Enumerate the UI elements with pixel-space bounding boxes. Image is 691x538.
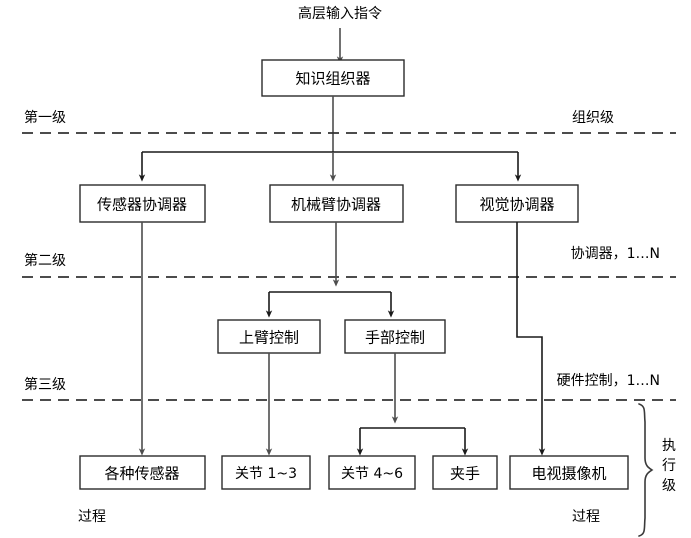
node-joints-1-3[interactable] [221,455,311,490]
edge-vision-coordinator-to-camera [516,222,546,456]
execution-level-char-1: 执 [662,438,676,454]
node-joints-4-6-label: 关节 4~6 [341,466,403,482]
node-gripper[interactable] [432,455,498,490]
node-upper-arm-control[interactable] [217,319,321,354]
node-gripper-label: 夹手 [450,465,480,483]
node-knowledge-organizer-label: 知识组织器 [295,70,370,88]
level-3-name: 第三级 [24,376,66,393]
node-joints-1-3-label: 关节 1~3 [235,466,297,482]
node-upper-arm-control-label: 上臂控制 [239,329,299,347]
execution-level-char-3: 级 [662,478,676,494]
node-arm-coordinator[interactable] [269,184,404,223]
process-label-left: 过程 [78,509,106,525]
level-2-name: 第二级 [24,252,66,269]
node-tv-camera[interactable] [509,455,629,490]
node-joints-4-6[interactable] [328,455,416,490]
node-vision-coordinator[interactable] [455,184,579,223]
level-3-right-label: 硬件控制，1…N [557,373,660,389]
node-hand-control-label: 手部控制 [365,329,425,347]
process-label-right: 过程 [572,509,600,525]
execution-level-brace [638,403,654,537]
node-sensor-coordinator-label: 传感器协调器 [97,196,187,214]
node-tv-camera-label: 电视摄像机 [531,465,606,483]
level-1-name: 第一级 [24,109,66,126]
level-2-right-label: 协调器，1…N [571,246,660,262]
node-sensor-coordinator[interactable] [79,184,206,223]
level-1-right-label: 组织级 [572,110,614,126]
execution-level-char-2: 行 [662,458,676,474]
node-various-sensors[interactable] [79,455,206,490]
node-various-sensors-label: 各种传感器 [104,465,179,483]
node-vision-coordinator-label: 视觉协调器 [479,196,554,214]
node-arm-coordinator-label: 机械臂协调器 [291,196,381,214]
top-input-label: 高层输入指令 [298,5,382,22]
